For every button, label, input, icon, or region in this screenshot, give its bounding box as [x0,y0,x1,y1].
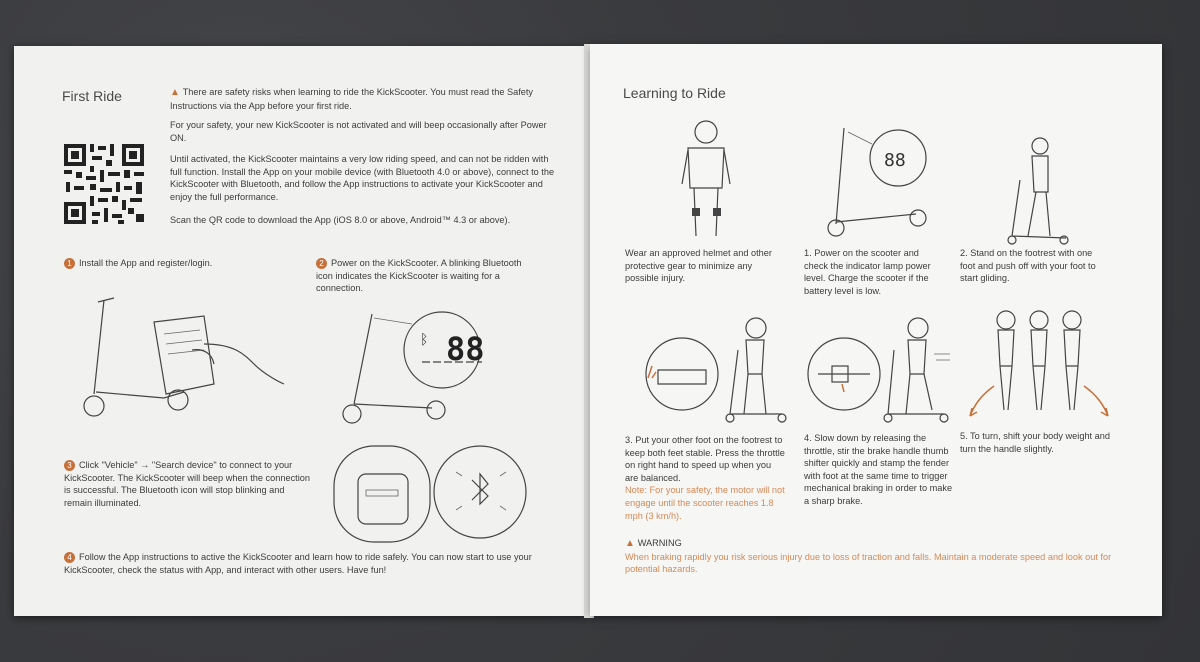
protective-gear-figure [681,120,731,237]
paragraph: Scan the QR code to download the App (iO… [170,215,511,225]
svg-text:ᛒ: ᛒ [420,332,428,348]
display-digits: 88 [884,150,906,171]
safety-note: ▲ There are safety risks when learning t… [170,87,534,111]
throttle-illustration [645,317,787,423]
right-page: Learning to Ride 88 Wear an approved hel… [590,44,1162,616]
warning-block: ▲ WARNING When braking rapidly you risk … [625,537,1125,576]
page-title: Learning to Ride [623,85,726,101]
caption-step-2: 2. Stand on the footrest with one foot a… [960,248,1096,284]
qr-code [62,142,146,226]
push-off-figure [1007,137,1069,245]
speed-note: Note: For your safety, the motor will no… [625,485,785,521]
turning-illustration [969,310,1109,417]
scooter-phone-illustration [83,297,285,417]
bluetooth-icon-illustration [333,445,527,543]
page-title: First Ride [62,88,122,104]
caption-step-1: 1. Power on the scooter and check the in… [804,248,931,296]
warning-text: When braking rapidly you risk serious in… [625,551,1112,575]
caption-gear: Wear an approved helmet and other protec… [625,248,772,284]
scooter-display-illustration: 88 ᛒ [342,311,485,424]
warning-icon: ▲ [625,538,638,549]
left-page: First Ride ▲ There are safety risks when… [14,46,586,616]
braking-illustration [807,317,950,423]
caption-step-4: 4. Slow down by releasing the throttle, … [804,433,953,506]
book-spine [584,44,594,618]
warning-icon: ▲ [170,87,183,98]
caption-step-3: 3. Put your other foot on the footrest t… [625,435,785,521]
scooter-power-illustration: 88 [827,127,927,237]
paragraph: Until activated, the KickScooter maintai… [170,154,555,202]
caption-step-5: 5. To turn, shift your body weight and t… [960,431,1110,454]
paragraph: For your safety, your new KickScooter is… [170,120,547,143]
